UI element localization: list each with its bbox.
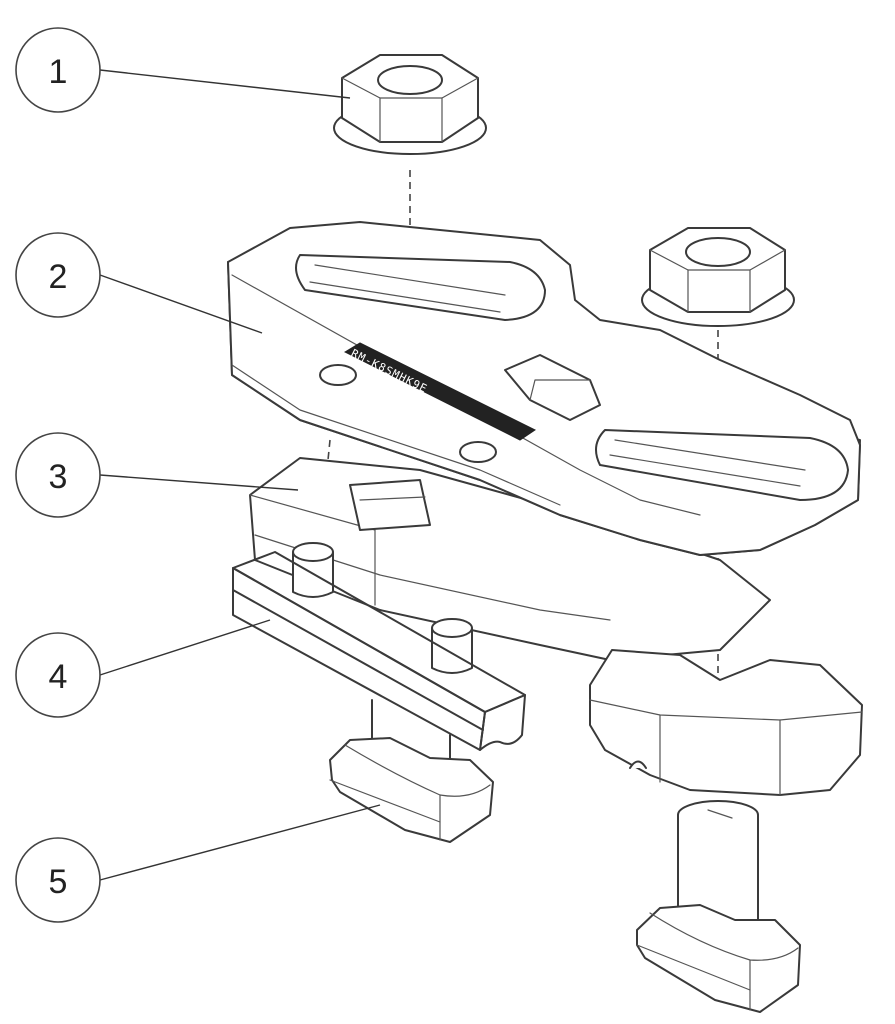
right-clamp-block	[589, 649, 863, 796]
t-bolt-left	[329, 699, 494, 843]
callout-5: 5	[15, 837, 101, 923]
right-flange-nut	[641, 227, 795, 327]
callout-2-number: 2	[49, 258, 68, 296]
leader-lines	[99, 69, 381, 881]
callout-4: 4	[15, 632, 101, 718]
clamp-plate: RM-K8SMHK9E	[227, 221, 861, 556]
callout-3: 3	[15, 432, 101, 518]
callout-3-number: 3	[49, 458, 68, 496]
support-bar	[232, 542, 526, 751]
t-bolt-right	[636, 800, 801, 1013]
callout-1: 1	[15, 27, 101, 113]
support-bar-end	[479, 694, 526, 751]
callout-4-number: 4	[49, 658, 68, 696]
callout-1-number: 1	[49, 53, 68, 91]
flange-nut	[333, 54, 487, 155]
callout-5-number: 5	[49, 863, 68, 901]
callout-2: 2	[15, 232, 101, 318]
